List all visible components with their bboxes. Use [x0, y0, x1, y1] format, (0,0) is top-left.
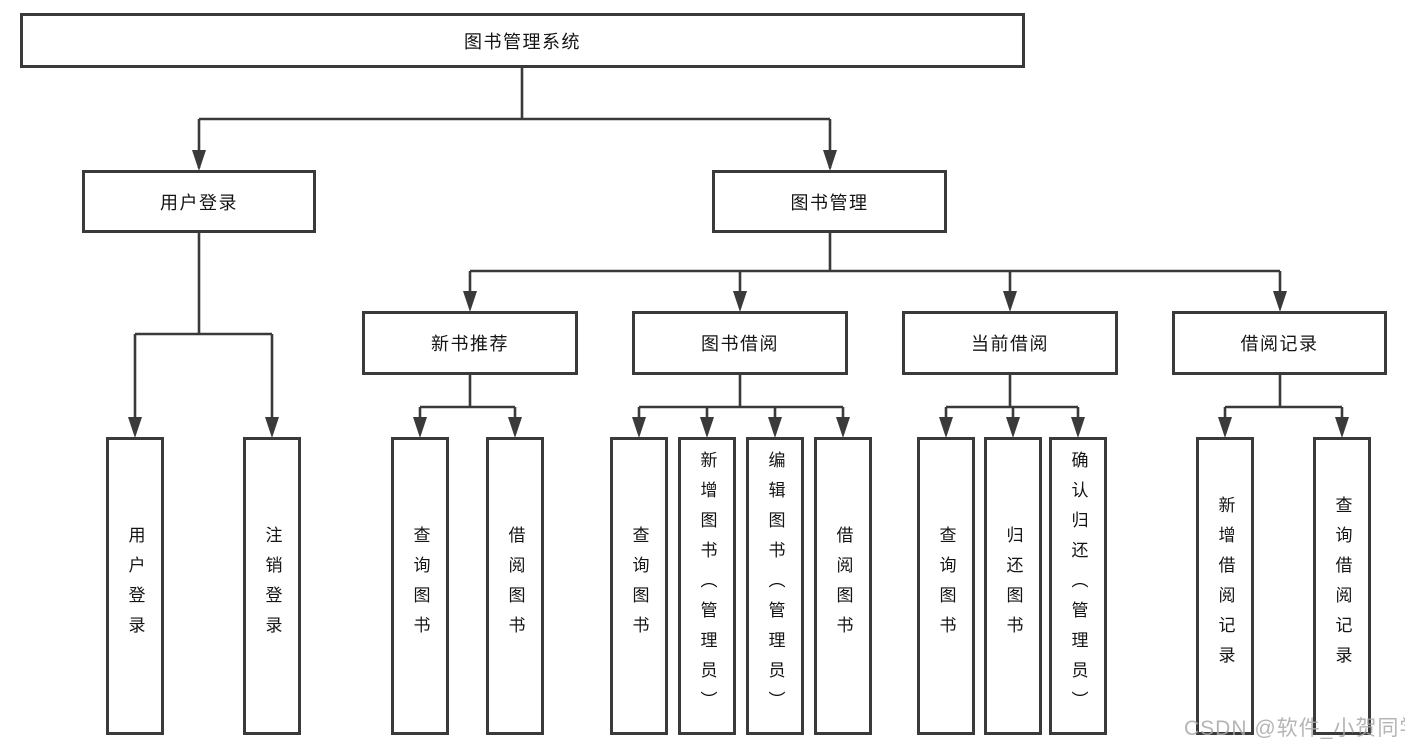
- leaf-records-query-record: 查询借阅记录: [1313, 437, 1371, 735]
- leaf-current-confirm-return-admin: 确认归还（管理员）: [1049, 437, 1107, 735]
- arrow-down-icon: [1071, 417, 1085, 438]
- arrow-down-icon: [192, 150, 206, 171]
- arrow-down-icon: [836, 417, 850, 438]
- leaf-records-add-record: 新增借阅记录: [1196, 437, 1254, 735]
- leaf-label: 查询图书: [410, 526, 430, 646]
- arrow-down-icon: [700, 417, 714, 438]
- arrow-down-icon: [508, 417, 522, 438]
- connector-book-borrow: [637, 374, 845, 434]
- connector-book-management: [468, 231, 1282, 308]
- leaf-label: 查询图书: [629, 526, 649, 646]
- arrow-down-icon: [632, 417, 646, 438]
- csdn-watermark: CSDN @软件_小贺同学: [1184, 717, 1405, 740]
- arrow-down-icon: [1006, 417, 1020, 438]
- leaf-label: 借阅图书: [833, 526, 853, 646]
- node-user-login: 用户登录: [82, 170, 316, 233]
- leaf-label: 编辑图书（管理员）: [765, 451, 785, 721]
- node-label: 用户登录: [160, 192, 238, 213]
- arrow-down-icon: [1335, 417, 1349, 438]
- leaf-label: 确认归还（管理员）: [1068, 451, 1088, 721]
- node-root-system: 图书管理系统: [20, 13, 1025, 68]
- node-label: 借阅记录: [1240, 334, 1319, 354]
- leaf-borrow-add-books-admin: 新增图书（管理员）: [678, 437, 736, 735]
- arrow-down-icon: [939, 417, 953, 438]
- node-new-book-recommend: 新书推荐: [362, 311, 578, 375]
- arrowheads: [128, 150, 1349, 438]
- leaf-logout: 注销登录: [243, 437, 301, 735]
- arrow-down-icon: [733, 291, 747, 312]
- leaf-borrow-borrow-books: 借阅图书: [814, 437, 872, 735]
- arrow-down-icon: [1218, 417, 1232, 438]
- leaf-label: 查询借阅记录: [1332, 496, 1352, 676]
- node-book-borrow: 图书借阅: [632, 311, 848, 375]
- arrow-down-icon: [768, 417, 782, 438]
- arrow-down-icon: [463, 291, 477, 312]
- node-book-management: 图书管理: [712, 170, 947, 233]
- connector-borrow-records: [1223, 374, 1344, 434]
- leaf-borrow-query-books: 查询图书: [610, 437, 668, 735]
- arrow-down-icon: [128, 417, 142, 438]
- arrow-down-icon: [265, 417, 279, 438]
- leaf-label: 归还图书: [1003, 526, 1023, 646]
- arrow-down-icon: [413, 417, 427, 438]
- node-label: 图书借阅: [701, 334, 779, 354]
- node-label: 当前借阅: [971, 334, 1049, 354]
- leaf-label: 借阅图书: [505, 526, 525, 646]
- leaf-borrow-edit-books-admin: 编辑图书（管理员）: [746, 437, 804, 735]
- leaf-label: 用户登录: [125, 526, 145, 646]
- leaf-recommend-borrow-books: 借阅图书: [486, 437, 544, 735]
- arrow-down-icon: [823, 150, 837, 171]
- connector-root: [197, 66, 832, 168]
- node-borrow-records: 借阅记录: [1172, 311, 1387, 375]
- leaf-label: 新增图书（管理员）: [697, 451, 717, 721]
- node-current-borrow: 当前借阅: [902, 311, 1118, 375]
- node-label: 图书管理系统: [464, 31, 581, 52]
- connector-new-book-recommend: [418, 374, 517, 434]
- connector-user-login: [133, 231, 274, 434]
- arrow-down-icon: [1273, 291, 1287, 312]
- leaf-label: 查询图书: [936, 526, 956, 646]
- node-label: 图书管理: [790, 192, 869, 213]
- arrow-down-icon: [1003, 291, 1017, 312]
- leaf-label: 注销登录: [262, 526, 282, 646]
- node-label: 新书推荐: [431, 334, 509, 354]
- leaf-current-query-books: 查询图书: [917, 437, 975, 735]
- leaf-user-login: 用户登录: [106, 437, 164, 735]
- leaf-current-return-books: 归还图书: [984, 437, 1042, 735]
- leaf-recommend-query-books: 查询图书: [391, 437, 449, 735]
- leaf-label: 新增借阅记录: [1215, 496, 1235, 676]
